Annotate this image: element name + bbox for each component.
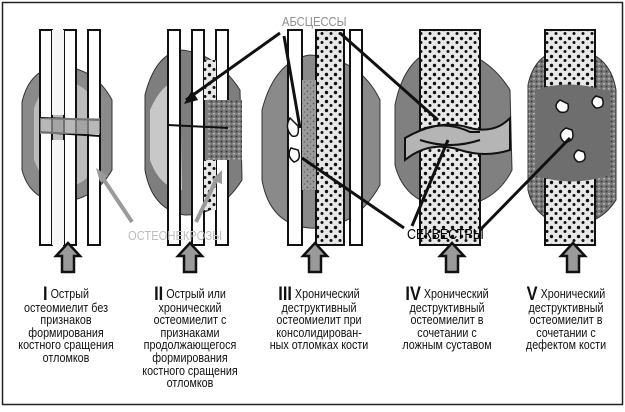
up-arrow-4 — [440, 243, 464, 272]
stage-2-illustration — [145, 30, 242, 245]
osteonecrosis-pointer-line-1 — [100, 174, 132, 222]
stage-caption-1: I Острый остеомиелит без признаков форми… — [14, 288, 117, 365]
stage-caption-4: IV Хронический деструктивный остеомиелит… — [396, 288, 497, 352]
stage-5-illustration — [528, 30, 616, 245]
abscesses-label: АБСЦЕССЫ — [282, 14, 347, 29]
stage-text-5: Хронический деструктивный остеомиелит в … — [526, 287, 606, 352]
sequestra-label: СЕКВЕСТРЫ — [407, 227, 484, 243]
stage-caption-2: II Острый или хронический остеомиелит с … — [135, 288, 245, 390]
stage-text-1: Острый остеомиелит без признаков формиро… — [18, 287, 113, 365]
stage-4-illustration — [395, 30, 512, 245]
up-arrow-2 — [178, 243, 202, 272]
up-arrow-1 — [56, 243, 80, 272]
stage-1-illustration — [22, 30, 112, 245]
stage-caption-3: III Хронический деструктивный остеомиели… — [268, 288, 369, 352]
up-arrow-3 — [303, 243, 327, 272]
up-arrow-5 — [561, 243, 585, 272]
stage-3-illustration — [262, 30, 380, 245]
osteonecroses-label: ОСТЕОНЕКРОЗЫ — [128, 228, 222, 243]
stage-caption-5: V Хронический деструктивный остеомиелит … — [518, 288, 614, 352]
